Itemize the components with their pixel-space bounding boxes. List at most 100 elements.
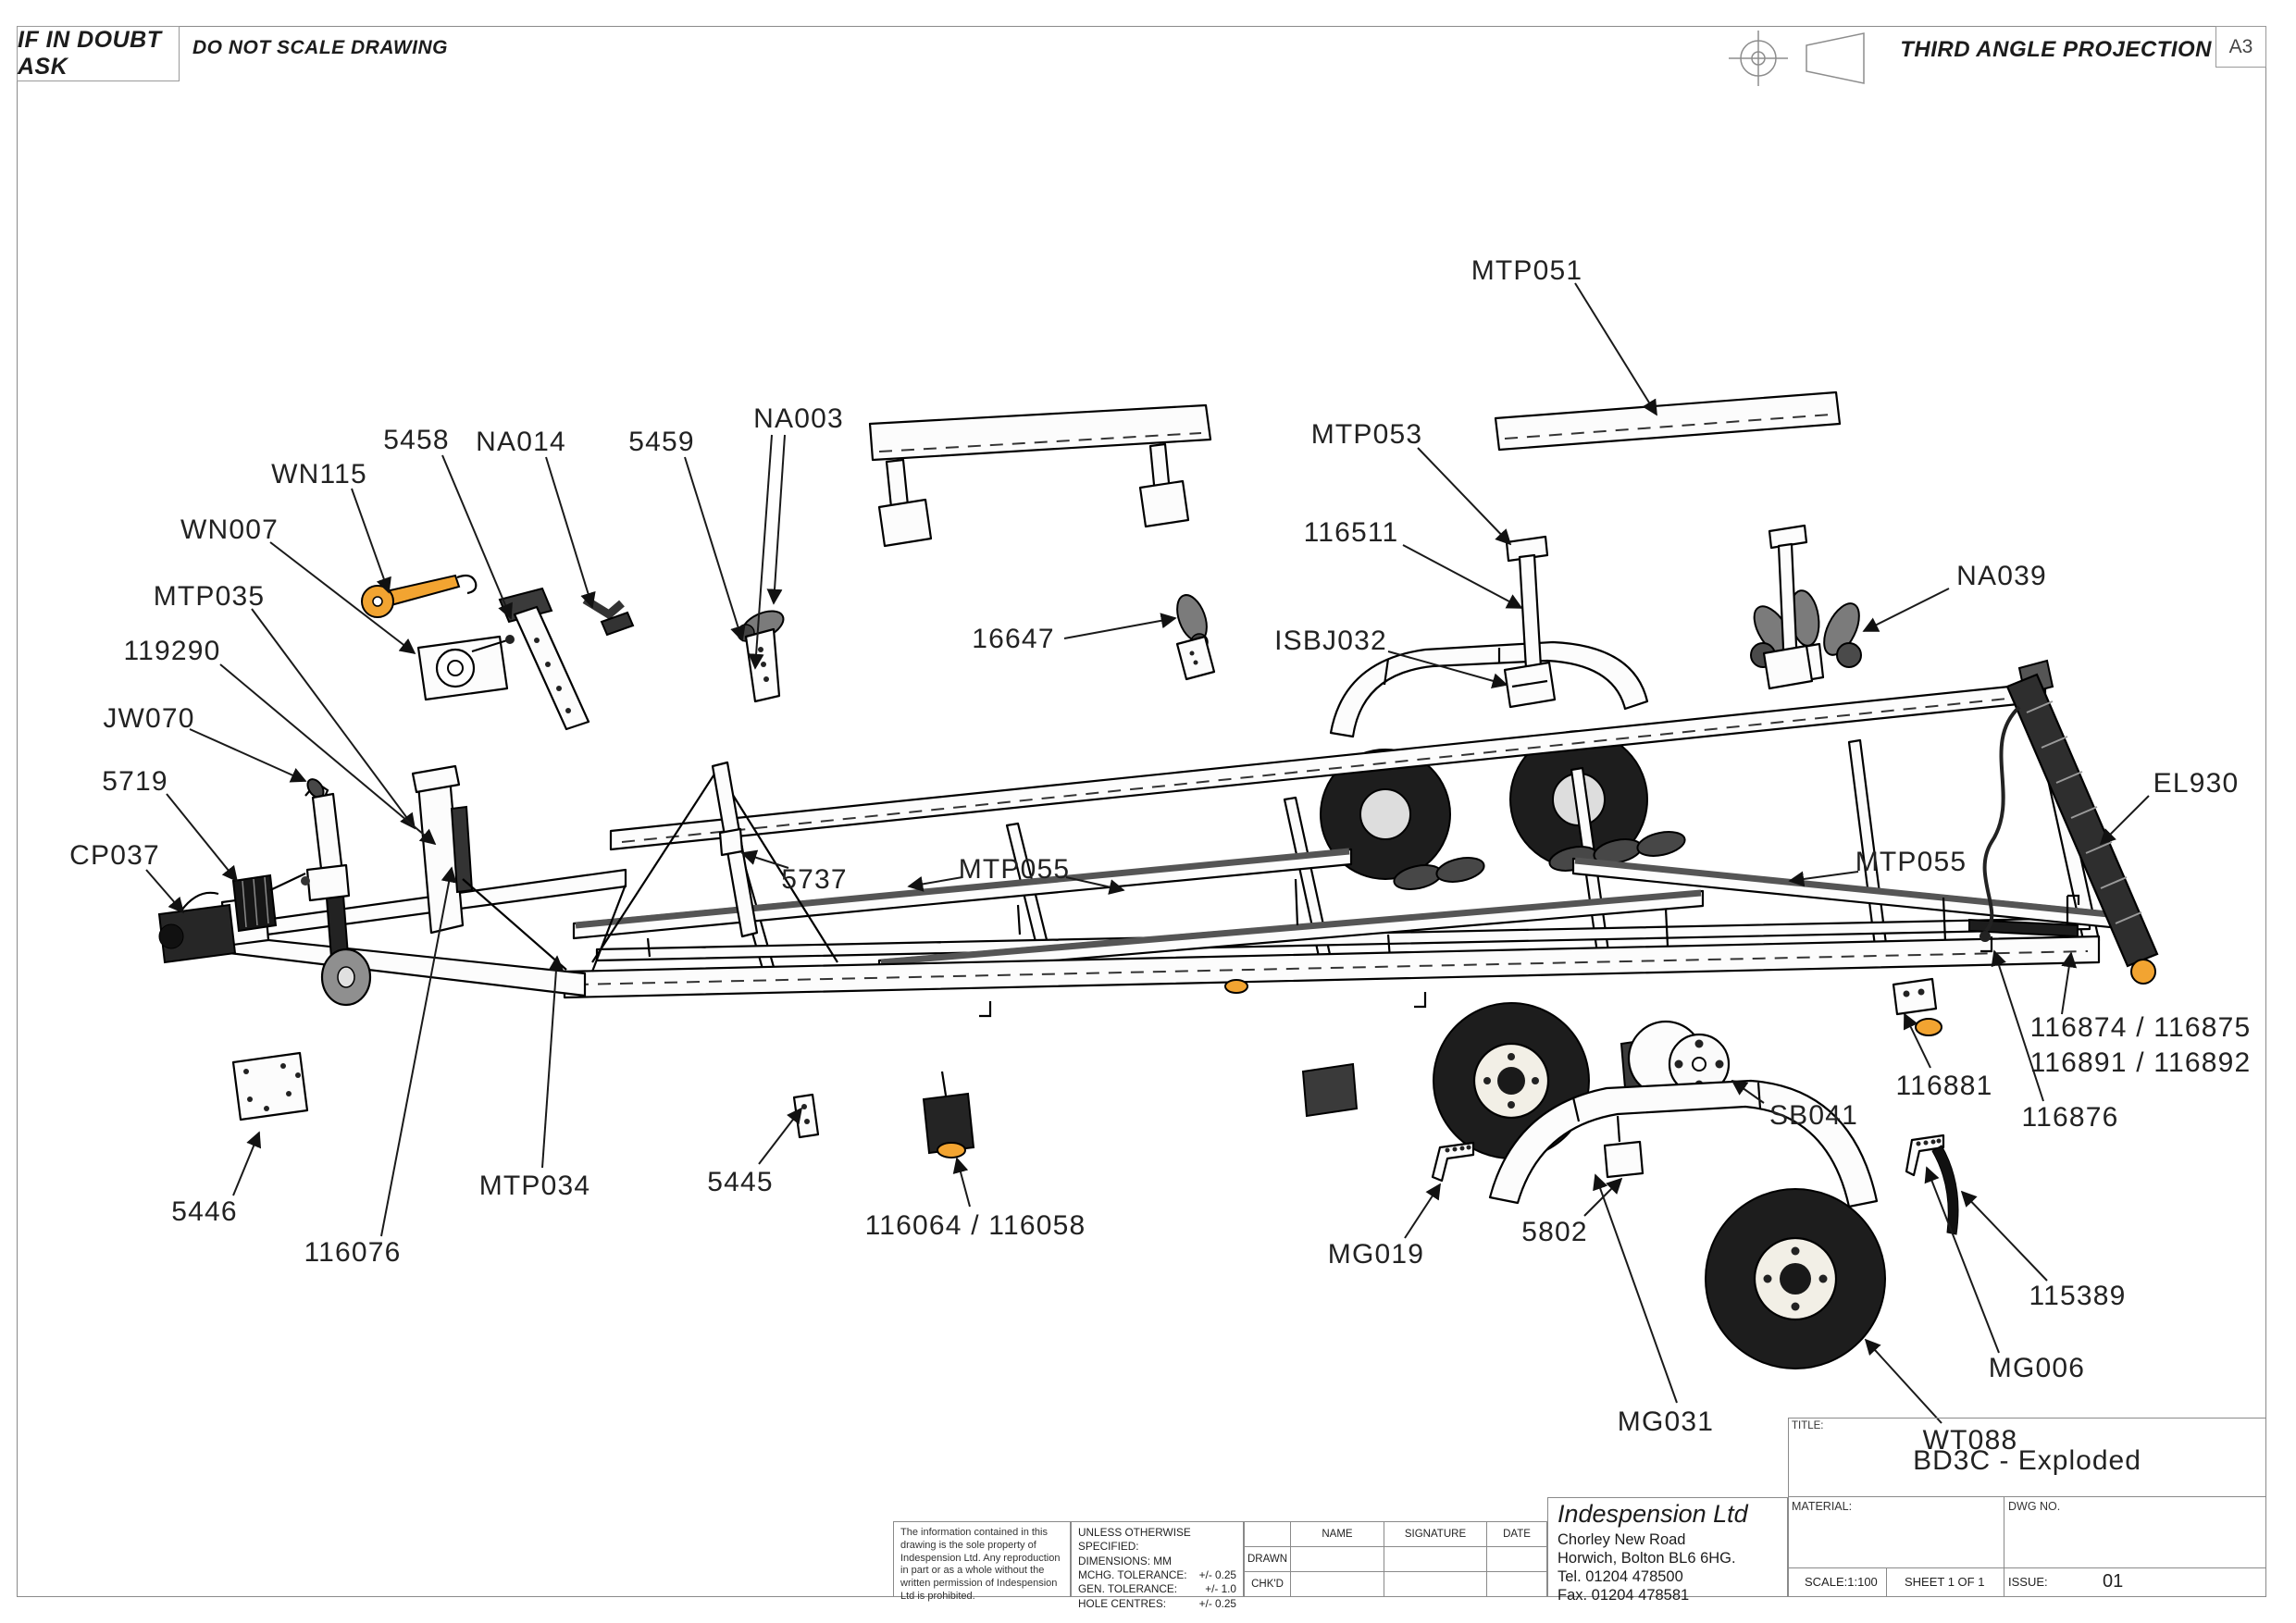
leader-line-isbj032: [1387, 650, 1508, 689]
leader-line-na039: [1862, 588, 1950, 632]
leader-line-119290: [219, 663, 437, 846]
part-label-na014: NA014: [476, 427, 566, 457]
scale-sheet-divider: [1886, 1567, 1887, 1597]
leader-line-5459: [684, 456, 746, 642]
sheet-value: SHEET 1 OF 1: [1905, 1575, 1985, 1589]
mchg-tolerance-value: +/- 0.25: [1198, 1567, 1236, 1581]
part-label-mtp055-right: MTP055: [1855, 847, 1967, 877]
leader-line-116064-116058: [952, 1157, 971, 1208]
dwg-no-label: DWG NO.: [2008, 1500, 2061, 1513]
drawn-date-cell: [1486, 1546, 1547, 1571]
part-label-116876: 116876: [2021, 1102, 2118, 1133]
leader-line-wn007: [269, 541, 416, 655]
scale-row: [1788, 1567, 2266, 1597]
signoff-table: NAME SIGNATURE DATE DRAWN CHK'D: [1244, 1521, 1547, 1597]
title-block: TITLE: BD3C - Exploded MATERIAL: DWG NO.…: [1788, 1418, 2266, 1597]
leader-line-5458: [441, 454, 513, 620]
winch-handle-wn115: [361, 574, 478, 618]
issue-label: ISSUE:: [2008, 1575, 2048, 1589]
chkd-row-label: CHK'D: [1244, 1571, 1290, 1597]
part-label-mg019: MG019: [1328, 1239, 1424, 1270]
bunk-posts-mtp053: [1503, 524, 1814, 709]
side-lamp-116064: [922, 1071, 975, 1158]
drawn-row-label: DRAWN: [1244, 1546, 1290, 1571]
rear-lamp-bracket: [1968, 894, 2080, 953]
part-label-wt088: WT088: [1923, 1425, 2018, 1456]
bunk-mtp051: [1494, 390, 1842, 452]
title-label: TITLE:: [1792, 1420, 1824, 1431]
part-label-mtp051: MTP051: [1471, 255, 1583, 286]
winch-wn007: [416, 635, 515, 701]
roller-16647: [1175, 594, 1216, 681]
material-label: MATERIAL:: [1792, 1500, 1853, 1513]
part-label-sb041: SB041: [1769, 1100, 1858, 1131]
winch-post: [411, 764, 567, 971]
if-in-doubt-ask-text: IF IN DOUBT ASK: [18, 27, 162, 80]
company-address-line1: Chorley New Road: [1558, 1531, 1686, 1548]
keel-rollers: [1393, 831, 1686, 890]
part-label-wn007: WN007: [180, 514, 279, 545]
part-label-na039: NA039: [1956, 561, 2047, 591]
third-angle-projection-icon: [1729, 31, 1865, 86]
part-label-5445: 5445: [707, 1167, 774, 1197]
company-name: Indespension Ltd: [1558, 1500, 1748, 1528]
signature-column-header: SIGNATURE: [1384, 1521, 1486, 1546]
dimensions-note: DIMENSIONS: MM: [1078, 1554, 1172, 1567]
drawn-name-cell: [1290, 1546, 1384, 1571]
part-label-jw070: JW070: [103, 703, 194, 734]
light-board-el930: [1980, 659, 2159, 985]
third-angle-projection-text: THIRD ANGLE PROJECTION: [1900, 37, 2212, 62]
part-label-5719: 5719: [102, 766, 168, 797]
rear-mudguard: [1488, 1079, 1879, 1208]
leader-line-el930: [2099, 795, 2150, 846]
leader-line-16647: [1063, 613, 1177, 639]
leader-line-116076: [380, 866, 457, 1237]
part-label-116511: 116511: [1304, 517, 1399, 548]
part-label-mtp034: MTP034: [479, 1171, 591, 1201]
bracket-5445: [792, 1093, 820, 1139]
bracket-mg006: [1905, 1134, 1945, 1177]
company-phone: Tel. 01204 478500: [1558, 1568, 1683, 1586]
issue-value: 01: [2103, 1571, 2124, 1592]
part-label-16647: 16647: [972, 624, 1054, 654]
scale-value: SCALE:1:100: [1805, 1575, 1878, 1589]
part-label-wn115: WN115: [271, 459, 367, 489]
part-label-5459: 5459: [628, 427, 695, 457]
center-bunk: [868, 403, 1212, 548]
leader-line-116874-group: [2061, 951, 2078, 1015]
leader-line-5445: [758, 1107, 803, 1165]
leader-line-na014: [545, 456, 596, 609]
drawing-title: BD3C - Exploded: [1913, 1445, 2141, 1476]
tilt-frame: [591, 761, 838, 963]
company-fax: Fax. 01204 478581: [1558, 1587, 1690, 1604]
part-label-mg006: MG006: [1989, 1353, 2085, 1383]
leader-line-cp037: [145, 869, 185, 914]
mchg-tolerance-label: MCHG. TOLERANCE:: [1078, 1567, 1187, 1581]
sheet-size-text: A3: [2228, 35, 2253, 57]
leader-line-mg019: [1404, 1183, 1441, 1239]
chkd-signature-cell: [1384, 1571, 1486, 1597]
swing-bracket-5459-na003: [737, 610, 785, 703]
near-wheel: [1433, 1002, 1590, 1159]
part-label-isbj032: ISBJ032: [1274, 626, 1387, 656]
leader-line-mtp035: [251, 608, 416, 830]
leader-line-116876: [1991, 949, 2044, 1102]
leader-line-mg031: [1593, 1173, 1678, 1404]
spec-title: UNLESS OTHERWISE SPECIFIED:: [1078, 1526, 1191, 1554]
leader-line-na003: [748, 434, 773, 670]
leader-line-5737: [740, 849, 789, 869]
chkd-name-cell: [1290, 1571, 1384, 1597]
side-bunks: [572, 848, 2130, 985]
date-column-header: DATE: [1486, 1521, 1547, 1546]
gen-tolerance-label: GEN. TOLERANCE:: [1078, 1582, 1178, 1596]
sheet-size-box: A3: [2215, 26, 2266, 68]
company-address-line2: Horwich, Bolton BL6 6HG.: [1558, 1550, 1736, 1567]
part-label-5802: 5802: [1521, 1217, 1588, 1247]
rear-wheel-wt088: [1705, 1188, 1886, 1369]
name-column-header: NAME: [1290, 1521, 1384, 1546]
plate-5446: [231, 1051, 309, 1121]
legal-notice-text: The information contained in this drawin…: [900, 1527, 1061, 1602]
do-not-scale-text: DO NOT SCALE DRAWING: [192, 37, 448, 58]
part-label-5458: 5458: [383, 425, 450, 455]
